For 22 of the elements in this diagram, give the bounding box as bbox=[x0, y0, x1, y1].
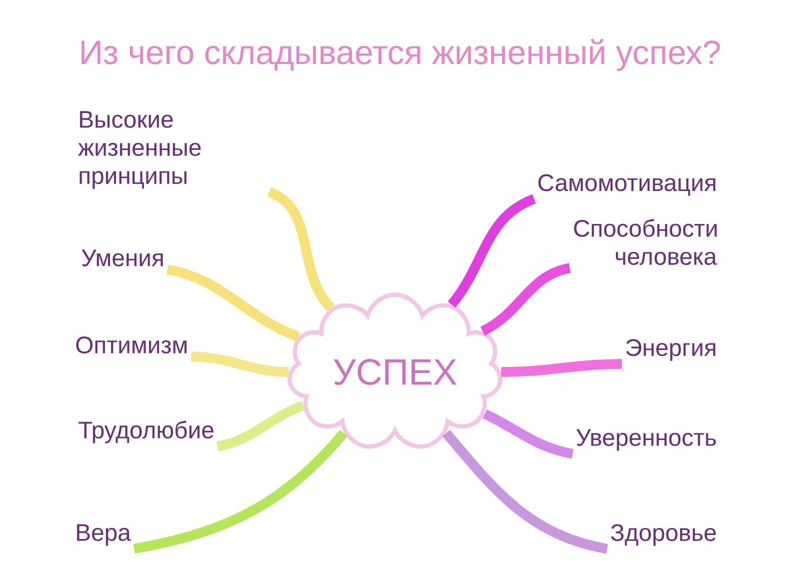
branch-label: Вера bbox=[77, 524, 131, 546]
branch-label: Энергия bbox=[626, 339, 716, 361]
branch-label: Самомотивация bbox=[538, 174, 716, 196]
branch bbox=[442, 430, 608, 554]
branch-label: Здоровье bbox=[611, 524, 716, 546]
branch-label: Уверенность bbox=[576, 429, 716, 451]
branch-label: Оптимизм bbox=[76, 336, 186, 354]
branch bbox=[482, 409, 574, 459]
branch bbox=[216, 400, 305, 452]
branch bbox=[448, 194, 536, 308]
branch bbox=[166, 264, 300, 342]
branch bbox=[191, 352, 289, 377]
branch bbox=[480, 263, 572, 336]
cloud: УСПЕХ bbox=[288, 292, 502, 449]
branch-label: Умения bbox=[82, 250, 163, 266]
branch bbox=[267, 188, 335, 312]
branch-label: Высокие жизненные принципы bbox=[78, 111, 201, 189]
title: Из чего складывается жизненный успех? bbox=[82, 38, 720, 72]
branch bbox=[501, 359, 622, 377]
branch bbox=[133, 430, 348, 554]
branch-label: Трудолюбие bbox=[78, 420, 214, 444]
branch-label: Способности человека bbox=[574, 219, 717, 265]
